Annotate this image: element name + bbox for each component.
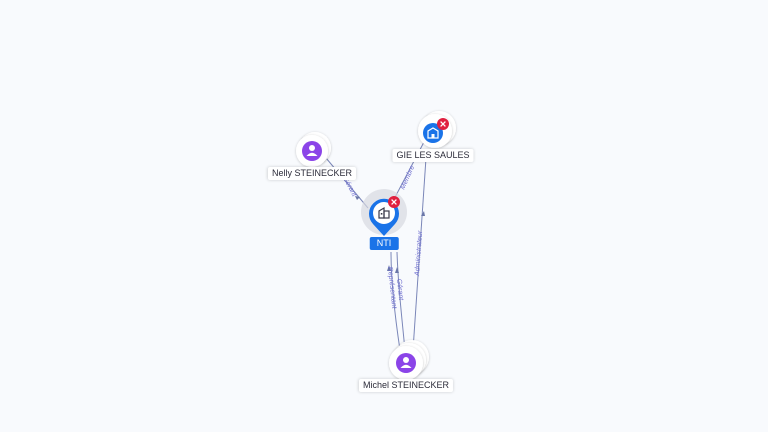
close-icon[interactable] — [437, 118, 449, 130]
node-nti[interactable] — [361, 189, 407, 236]
edge-label-membre: Membre — [399, 164, 416, 190]
edge-michel-nti-2[interactable]: Gérant — [395, 251, 406, 351]
edge-label-gerant-2: Gérant — [395, 278, 404, 301]
node-label-gie[interactable]: GIE LES SAULES — [392, 149, 474, 162]
edge-michel-nti-1[interactable]: Représentant — [386, 251, 401, 351]
company-icon — [378, 206, 390, 219]
node-label-michel[interactable]: Michel STEINECKER — [358, 379, 454, 392]
edge-label-administrateur: Administrateur — [414, 230, 424, 277]
node-michel-steinecker[interactable] — [389, 340, 429, 380]
node-label-nti[interactable]: NTI — [369, 237, 399, 250]
node-label-nelly[interactable]: Nelly STEINECKER — [267, 167, 357, 180]
edge-nelly-nti[interactable]: Gérant — [325, 157, 369, 209]
edge-label-representant: Représentant — [386, 266, 397, 310]
close-icon[interactable] — [388, 196, 400, 208]
node-gie-les-saules[interactable] — [418, 111, 456, 148]
person-icon — [396, 353, 416, 373]
edge-michel-gie[interactable]: Administrateur — [412, 157, 427, 351]
node-nelly-steinecker[interactable] — [296, 132, 331, 167]
company-icon — [423, 123, 443, 143]
person-icon — [302, 141, 322, 161]
